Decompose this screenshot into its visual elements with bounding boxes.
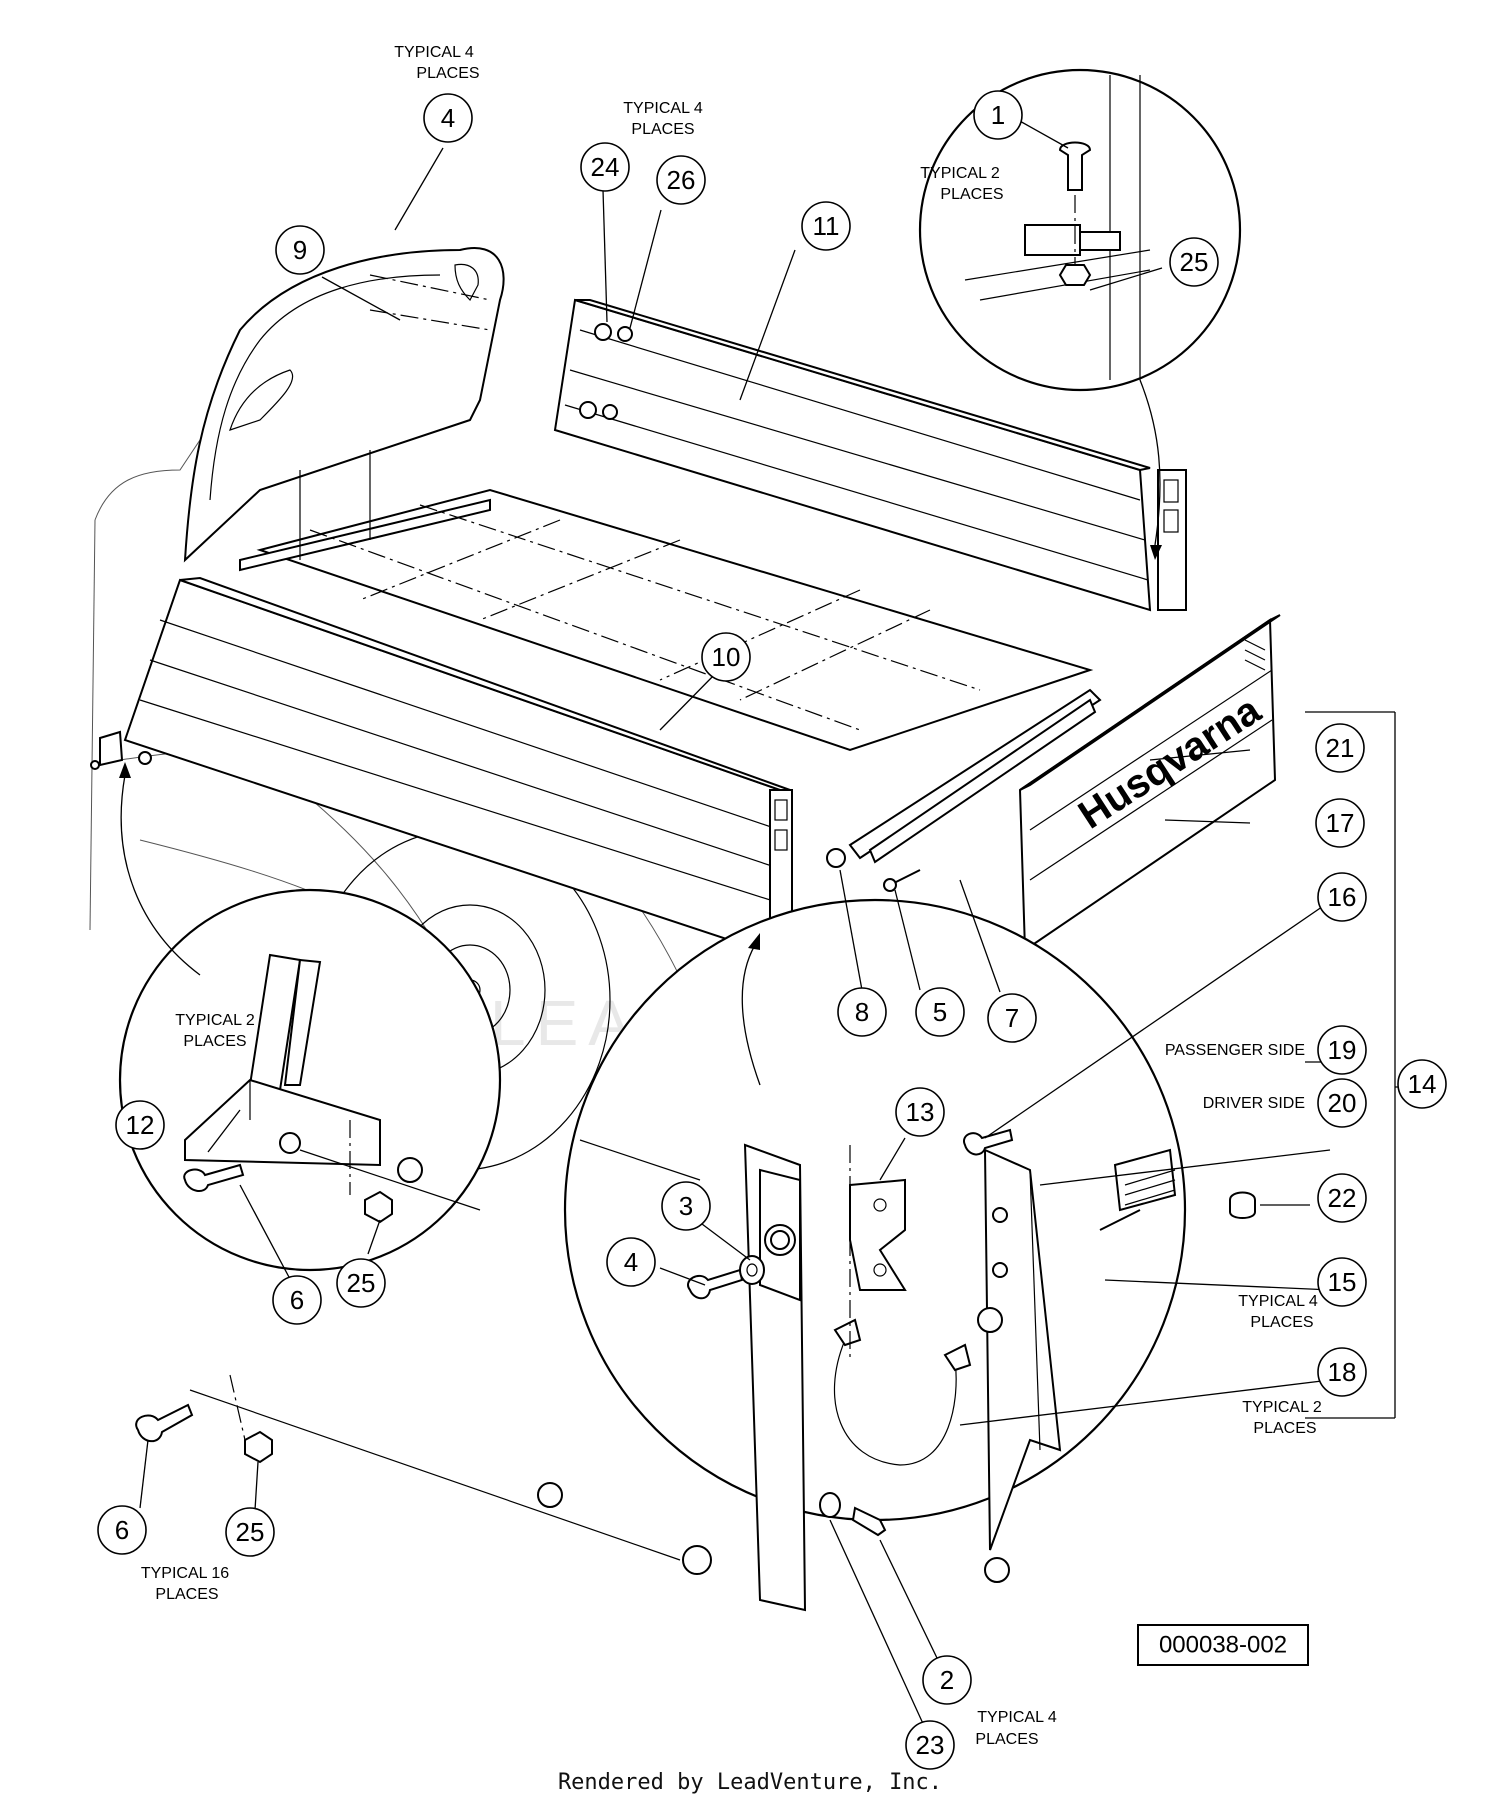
detail-circle-bottom [563,898,1256,1612]
callout-13: 13 [895,1087,945,1137]
callout-26: 26 [656,155,706,205]
svg-text:17: 17 [1326,808,1355,838]
svg-text:25: 25 [236,1517,265,1547]
callout-1: 1 [973,90,1023,140]
callout-4-detail: 4 [606,1237,656,1287]
note-typical-4-15-line2: PLACES [1250,1314,1313,1331]
callout-22: 22 [1317,1173,1367,1223]
svg-text:15: 15 [1328,1267,1357,1297]
callout-12: 12 [115,1100,165,1150]
callout-5: 5 [915,987,965,1037]
svg-text:6: 6 [290,1285,304,1315]
svg-text:22: 22 [1328,1183,1357,1213]
lower-side-panel [135,1139,701,1561]
side-panel-rear [553,298,1187,612]
callout-25-lower: 25 [225,1507,275,1557]
callout-9: 9 [275,225,325,275]
side-panel-front [90,576,793,962]
callout-6-detail: 6 [272,1275,322,1325]
note-typical-2-detail-line2: PLACES [940,186,1003,203]
reference-number: 000038-002 [1159,1632,1287,1659]
callout-19: 19 [1317,1025,1367,1075]
svg-text:25: 25 [1180,247,1209,277]
svg-text:3: 3 [679,1191,693,1221]
callout-17: 17 [1315,798,1365,848]
footer-credit: Rendered by LeadVenture, Inc. [557,1770,943,1795]
callout-25-detail: 25 [336,1258,386,1308]
callout-6-lower: 6 [97,1505,147,1555]
note-typical-2-18-line2: PLACES [1253,1420,1316,1437]
callout-25-top: 25 [1169,237,1219,287]
callout-7: 7 [987,993,1037,1043]
callout-11: 11 [801,201,851,251]
driver-side-label: DRIVER SIDE [1203,1095,1305,1112]
note-typical-2-left-line1: TYPICAL 2 [175,1012,255,1029]
svg-text:8: 8 [855,997,869,1027]
svg-text:7: 7 [1005,1003,1019,1033]
callout-4-top: 4 [423,93,473,143]
note-typical-4-bottom-line1: TYPICAL 4 [977,1709,1057,1726]
front-panel [183,247,505,563]
svg-text:4: 4 [441,103,455,133]
svg-text:4: 4 [624,1247,638,1277]
note-typical-4-bottom-line2: PLACES [975,1731,1038,1748]
svg-text:14: 14 [1408,1069,1437,1099]
reference-number-box: 000038-002 [1137,1624,1309,1666]
svg-text:5: 5 [933,997,947,1027]
notes: TYPICAL 4 PLACES TYPICAL 4 PLACES TYPICA… [141,44,1322,1748]
callout-3: 3 [661,1181,711,1231]
callout-10: 10 [701,632,751,682]
rear-bolt [883,869,921,892]
detail-circle-left [118,888,502,1272]
svg-text:11: 11 [813,211,840,241]
svg-text:21: 21 [1326,733,1355,763]
note-typical-4-15-line1: TYPICAL 4 [1238,1293,1318,1310]
detail-circle-top [918,68,1242,392]
callout-15: 15 [1317,1257,1367,1307]
svg-text:26: 26 [667,165,696,195]
note-typical-4-panel-line1: TYPICAL 4 [623,100,703,117]
svg-text:25: 25 [347,1268,376,1298]
callout-20: 20 [1317,1078,1367,1128]
leader-lines [119,119,1412,1729]
note-typical-4-top-line2: PLACES [416,65,479,82]
rear-nut [826,848,846,868]
callout-24: 24 [580,142,630,192]
bed-floor [239,488,1094,752]
svg-text:24: 24 [591,152,620,182]
callout-8: 8 [837,987,887,1037]
svg-text:9: 9 [293,235,307,265]
callout-18: 18 [1317,1347,1367,1397]
svg-text:12: 12 [126,1110,155,1140]
callout-2: 2 [922,1655,972,1705]
note-typical-4-panel-line2: PLACES [631,121,694,138]
svg-text:10: 10 [712,642,741,672]
note-typical-2-left-line2: PLACES [183,1033,246,1050]
svg-text:13: 13 [906,1097,935,1127]
svg-text:6: 6 [115,1515,129,1545]
svg-text:20: 20 [1328,1088,1357,1118]
callouts: 1 2 3 4 4 5 6 6 7 8 9 10 11 12 13 14 15 … [97,90,1447,1770]
svg-text:2: 2 [940,1665,954,1695]
note-typical-2-detail-line1: TYPICAL 2 [920,165,1000,182]
svg-text:19: 19 [1328,1035,1357,1065]
note-typical-2-18-line1: TYPICAL 2 [1242,1399,1322,1416]
callout-16: 16 [1317,872,1367,922]
passenger-side-label: PASSENGER SIDE [1165,1042,1305,1059]
note-typical-4-top-line1: TYPICAL 4 [394,44,474,61]
rear-rail [848,688,1102,864]
callout-14: 14 [1397,1059,1447,1109]
note-typical-16-line2: PLACES [155,1586,218,1603]
callout-21: 21 [1315,723,1365,773]
callout-23: 23 [905,1720,955,1770]
svg-text:1: 1 [991,100,1005,130]
svg-text:16: 16 [1328,882,1357,912]
svg-text:23: 23 [916,1730,945,1760]
svg-text:18: 18 [1328,1357,1357,1387]
note-typical-16-line1: TYPICAL 16 [141,1565,229,1582]
